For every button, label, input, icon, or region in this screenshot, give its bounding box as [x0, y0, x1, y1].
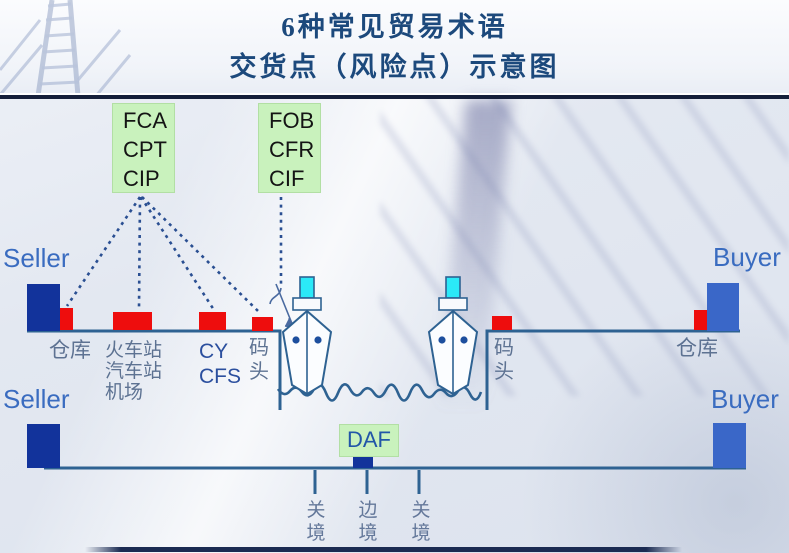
term-label-cip: CIP [123, 166, 160, 191]
risk-point-dock-left [252, 317, 273, 331]
cy-cfs-labels: CY CFS [199, 339, 241, 389]
cfs-label: CFS [199, 365, 241, 388]
buyer-warehouse-bottom [713, 423, 746, 468]
inland-hub-labels: 火车站 汽车站 机场 [105, 340, 162, 403]
daf-box: DAF [339, 424, 399, 457]
buyer-warehouse-top [707, 283, 739, 331]
term-label-fob: FOB [269, 108, 315, 133]
separator-highlight [0, 93, 789, 95]
risk-point-cy-cfs [199, 312, 226, 330]
hub-label-bus-station: 汽车站 [105, 361, 163, 382]
border-label-left: 关境 [306, 500, 326, 544]
daf-delivery-point [353, 457, 373, 468]
risk-point-dock-right [492, 316, 512, 330]
page-subtitle: 交货点（风险点）示意图 [229, 52, 560, 82]
crane-photo-decoration [0, 0, 132, 96]
fca-cpt-cip-box: FCA CPT CIP [112, 103, 175, 193]
ship-right-icon [428, 276, 478, 395]
seller-warehouse-bottom [27, 424, 60, 468]
ship-rail-arrow-icon [269, 283, 295, 328]
cy-label: CY [199, 340, 229, 363]
fob-cfr-cif-box: FOB CFR CIF [258, 103, 321, 193]
hub-label-airport: 机场 [105, 382, 144, 403]
term-label-cfr: CFR [269, 137, 315, 162]
hub-label-train-station: 火车站 [105, 340, 163, 361]
ship-left-icon [282, 276, 332, 395]
fca-pointer-lines [65, 196, 283, 313]
term-label-cif: CIF [269, 166, 305, 191]
risk-point-buyer-warehouse [694, 310, 707, 330]
border-label-right: 关境 [411, 500, 431, 544]
term-label-cpt: CPT [123, 137, 167, 162]
bottom-bar-decoration [85, 547, 682, 552]
warehouse-label-left: 仓库 [49, 339, 91, 362]
risk-point-inland-hub [113, 312, 152, 330]
port-quay-left [27, 329, 282, 410]
separator-bar [0, 95, 789, 99]
title-strip-background [0, 0, 789, 96]
warehouse-label-right: 仓库 [676, 337, 718, 360]
seller-label-top: Seller [3, 243, 70, 273]
page-title: 6种常见贸易术语 [281, 12, 508, 42]
term-label-fca: FCA [123, 108, 167, 133]
buyer-label-bottom: Buyer [711, 384, 779, 414]
dock-label-left: 码头 [249, 337, 269, 383]
seller-warehouse-top [27, 284, 60, 331]
risk-point-seller-warehouse [60, 308, 73, 330]
buyer-label-top: Buyer [713, 242, 781, 272]
seller-label-bottom: Seller [3, 384, 70, 414]
border-label-middle: 边境 [358, 500, 378, 544]
port-quay-right [485, 329, 740, 410]
dock-label-right: 码头 [494, 337, 514, 383]
